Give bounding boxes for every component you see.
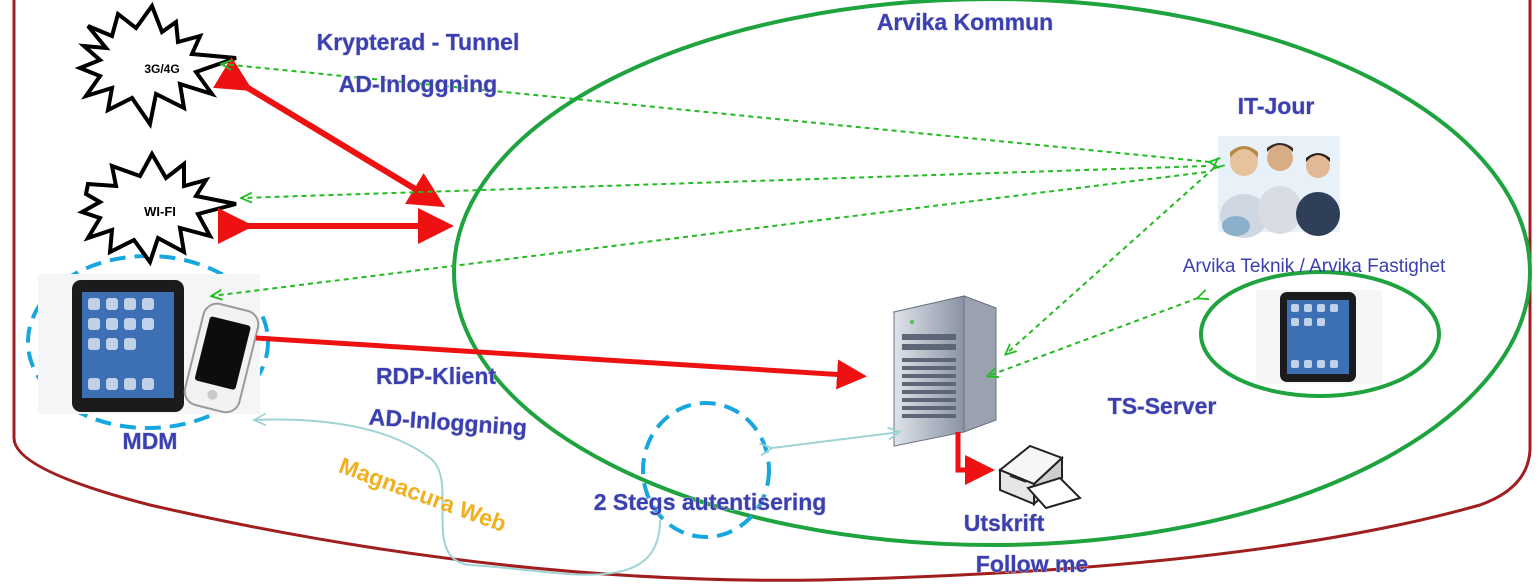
- starburst-3g-icon: 3G/4G: [74, 1, 237, 130]
- printer-icon: [998, 444, 1082, 510]
- label-ts-server: TS-Server: [1108, 393, 1217, 419]
- label-ad-login-bottom: AD-Inloggning: [368, 404, 528, 441]
- label-kommun: Arvika Kommun: [877, 9, 1053, 35]
- link-itjour-3g: [222, 64, 1210, 162]
- mdm-phone-icon: [183, 302, 260, 414]
- link-itjour-mdm: [212, 171, 1207, 296]
- label-rdp: RDP-Klient: [376, 363, 496, 389]
- link-server-printer: [955, 432, 995, 485]
- kommun-zone: [452, 0, 1532, 547]
- teknik-tablet-icon: [1256, 290, 1382, 384]
- burst-wifi-label: WI-FI: [144, 204, 176, 219]
- link-twostep-server: [772, 432, 900, 448]
- label-mdm: MDM: [123, 428, 178, 454]
- label-utskrift: Utskrift: [964, 510, 1045, 536]
- link-itjour-server: [1006, 168, 1214, 354]
- label-ad-login-top: AD-Inloggning: [339, 71, 497, 97]
- label-it-jour: IT-Jour: [1238, 93, 1315, 119]
- label-tunnel: Krypterad - Tunnel: [317, 29, 520, 55]
- link-teknik-server: [988, 298, 1198, 376]
- label-teknik: Arvika Teknik / Arvika Fastighet: [1183, 256, 1446, 277]
- link-itjour-wifi: [242, 165, 1207, 198]
- label-magnacura: Magnacura Web: [336, 452, 510, 537]
- label-follow-me: Follow me: [976, 551, 1088, 577]
- it-jour-people-icon: [1218, 136, 1340, 238]
- link-mdm-magnacura: [254, 419, 661, 576]
- label-two-step: 2 Stegs autentisering: [594, 489, 827, 515]
- burst-3g-label: 3G/4G: [144, 62, 179, 76]
- link-3g-kommun: [213, 57, 446, 208]
- outer-boundary: [12, 0, 1532, 582]
- starburst-wifi-icon: WI-FI: [77, 149, 237, 267]
- two-step-circle: [641, 401, 771, 539]
- ts-server-icon: [892, 295, 998, 447]
- link-mdm-server: [255, 335, 867, 390]
